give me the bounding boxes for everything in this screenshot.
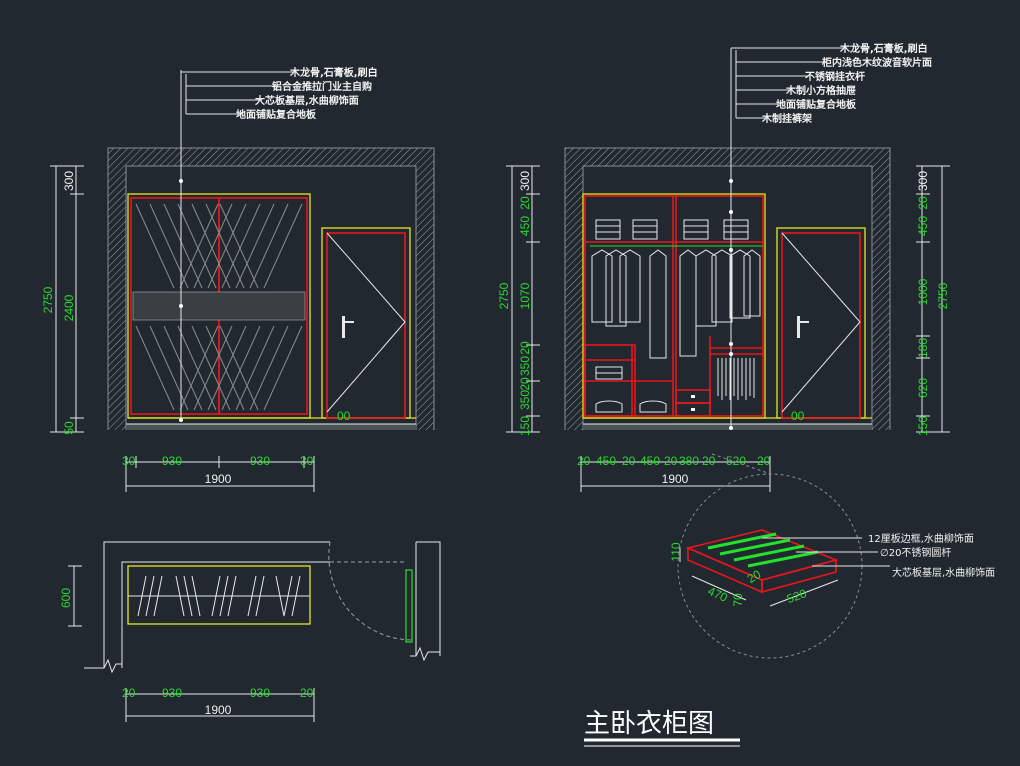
- right-dim-total-height-right: 2750: [936, 282, 950, 309]
- left-dim-h-2: 930: [162, 454, 182, 468]
- left-dim-h-4: 30: [300, 454, 314, 468]
- right-dim-l-6: 350: [518, 356, 532, 376]
- right-dim-h-total: 1900: [662, 472, 689, 486]
- right-dim-h-3: 20: [622, 454, 636, 468]
- right-callout-4: 木制小方格抽屉: [785, 84, 856, 97]
- left-floor-strip: [126, 424, 416, 430]
- detail-dim-offset: 70: [731, 593, 745, 607]
- right-callout-2: 柜内浅色木纹波音软片面: [821, 56, 932, 69]
- detail-dim-depth: 470: [706, 584, 730, 605]
- right-dim-l-1: 300: [518, 171, 532, 191]
- right-dim-r-3: 450: [916, 216, 930, 236]
- plan-view: 600 20 930 930 20 1900: [59, 541, 441, 722]
- plan-dim-h-4: 20: [300, 686, 314, 700]
- right-folded-clothes-top: [595, 219, 749, 240]
- plan-dim-depth: 600: [59, 588, 73, 608]
- left-dim-total-height: 2750: [41, 286, 55, 313]
- right-dim-l-7: 20: [518, 377, 532, 391]
- plan-dim-h-2: 930: [162, 686, 182, 700]
- plan-door-leaf: [405, 569, 413, 643]
- right-dim-r-2: 20: [916, 196, 930, 210]
- plan-dim-h-total: 1900: [205, 703, 232, 717]
- right-callout-6: 木制挂裤架: [761, 112, 812, 125]
- left-door-pattern: [135, 203, 303, 411]
- right-dim-h-7: 20: [702, 454, 716, 468]
- right-hanging-clothes: [591, 249, 761, 359]
- detail-callout-3: 大芯板基层,水曲柳饰面: [892, 566, 995, 579]
- left-dim-h-total: 1900: [205, 472, 232, 486]
- detail-dim-height: 110: [669, 542, 683, 561]
- right-dim-h-1: 20: [577, 454, 591, 468]
- left-dim-body: 2400: [62, 294, 76, 321]
- left-callout-1: 木龙骨,石膏板,刷白: [289, 66, 378, 79]
- right-drawer-2[interactable]: [675, 402, 711, 417]
- right-dim-h-2: 450: [596, 454, 616, 468]
- left-elevation: 00 木龙骨,石膏板,刷白 铝合金推拉门业主自购 大芯板基层,水曲柳饰面 地面铺…: [41, 66, 435, 492]
- right-dim-l-5: 20: [518, 341, 532, 355]
- right-dim-h-6: 380: [679, 454, 699, 468]
- left-wall-hatch: [108, 148, 434, 430]
- right-trouser-rack: [717, 358, 755, 400]
- right-door-stop-mark: 00: [791, 409, 805, 423]
- left-door-handle: [342, 316, 345, 338]
- right-door-handle: [797, 316, 800, 338]
- detail-callout-2: ∅20不锈钢圆杆: [880, 546, 951, 559]
- right-dim-r-1: 300: [916, 171, 930, 191]
- right-dim-h-5: 20: [664, 454, 678, 468]
- right-dim-r-7: 150: [916, 416, 930, 436]
- plan-wardrobe-outline: [127, 565, 311, 625]
- drawing-title: 主卧衣柜图: [584, 709, 714, 739]
- plan-hangers: [137, 575, 301, 617]
- right-folded-clothes-bottom: [595, 366, 667, 413]
- right-dim-l-3: 450: [518, 216, 532, 236]
- left-callout-3: 大芯板基层,水曲柳饰面: [255, 94, 359, 107]
- right-callout-5: 地面铺贴复合地板: [776, 98, 857, 111]
- left-room-door: [326, 232, 406, 419]
- right-dim-l-4: 1070: [518, 282, 532, 309]
- left-dim-top: 300: [62, 171, 76, 191]
- left-dim-h-1: 30: [122, 454, 136, 468]
- right-floor-strip: [583, 424, 872, 430]
- right-dim-l-2: 20: [518, 196, 532, 210]
- right-dim-r-6: 620: [916, 378, 930, 398]
- trouser-rack-detail: 12厘板边框,水曲柳饰面 ∅20不锈钢圆杆 大芯板基层,水曲柳饰面 110 47…: [669, 453, 995, 659]
- plan-dim-h-3: 930: [250, 686, 270, 700]
- right-dim-h-8: 520: [726, 454, 746, 468]
- drawing-title-block: 主卧衣柜图: [584, 709, 740, 747]
- right-dim-r-4: 1000: [916, 278, 930, 305]
- left-wall-outline: [107, 147, 435, 430]
- plan-dim-h-1: 20: [122, 686, 136, 700]
- right-dim-h-9: 20: [757, 454, 771, 468]
- left-callout-4: 地面铺贴复合地板: [236, 108, 317, 121]
- right-dim-total-height-left: 2750: [497, 282, 511, 309]
- right-dim-r-5: 180: [916, 338, 930, 358]
- right-callout-1: 木龙骨,石膏板,刷白: [839, 42, 928, 55]
- right-wardrobe-inner: [584, 195, 764, 417]
- left-dim-base: 50: [62, 421, 76, 435]
- right-dim-l-8: 350: [518, 390, 532, 410]
- left-dim-h-3: 930: [250, 454, 270, 468]
- detail-dim-width: 520: [785, 586, 809, 606]
- right-elevation: 00 木龙骨,石膏板,刷白 柜内浅色木纹波音软片面 不锈钢挂衣杆 木制小方格抽屉…: [497, 42, 950, 492]
- left-callout-2: 铝合金推拉门业主自购: [272, 80, 372, 93]
- right-wall-hatch: [565, 148, 890, 430]
- detail-dim-rod-gap: 20: [745, 567, 764, 586]
- detail-steel-rods: [707, 532, 819, 568]
- left-door-stop-mark: 00: [337, 409, 351, 423]
- detail-callout-1: 12厘板边框,水曲柳饰面: [868, 532, 974, 545]
- right-room-door: [781, 232, 861, 419]
- left-door-band: [132, 291, 306, 321]
- right-callout-3: 不锈钢挂衣杆: [805, 70, 865, 83]
- right-dim-h-4: 450: [640, 454, 660, 468]
- right-dim-l-9: 150: [518, 416, 532, 436]
